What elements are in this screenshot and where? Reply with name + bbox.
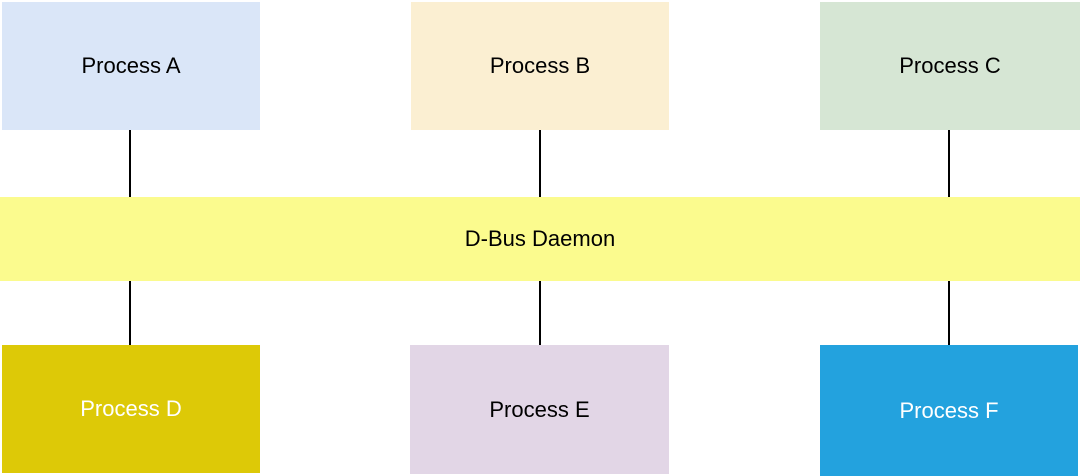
connector-process-c-to-bus	[948, 130, 950, 197]
process-d-label: Process D	[80, 396, 182, 421]
process-c-node: Process C	[820, 2, 1080, 130]
connector-bus-to-process-f	[948, 281, 950, 345]
connector-process-a-to-bus	[129, 130, 131, 197]
connector-bus-to-process-e	[539, 281, 541, 345]
process-b-node: Process B	[411, 2, 669, 130]
process-a-node: Process A	[2, 2, 260, 130]
connector-bus-to-process-d	[129, 281, 131, 345]
process-d-node: Process D	[2, 345, 260, 473]
connector-process-b-to-bus	[539, 130, 541, 197]
process-b-label: Process B	[489, 53, 591, 78]
dbus-daemon-label: D-Bus Daemon	[464, 226, 616, 251]
process-e-label: Process E	[489, 396, 590, 422]
process-a-label: Process A	[81, 53, 181, 78]
process-f-label: Process F	[899, 397, 999, 423]
dbus-daemon-bus-bar: D-Bus Daemon	[0, 197, 1080, 281]
process-e-node: Process E	[410, 345, 669, 474]
process-f-node: Process F	[820, 345, 1078, 476]
process-c-label: Process C	[899, 53, 1001, 78]
